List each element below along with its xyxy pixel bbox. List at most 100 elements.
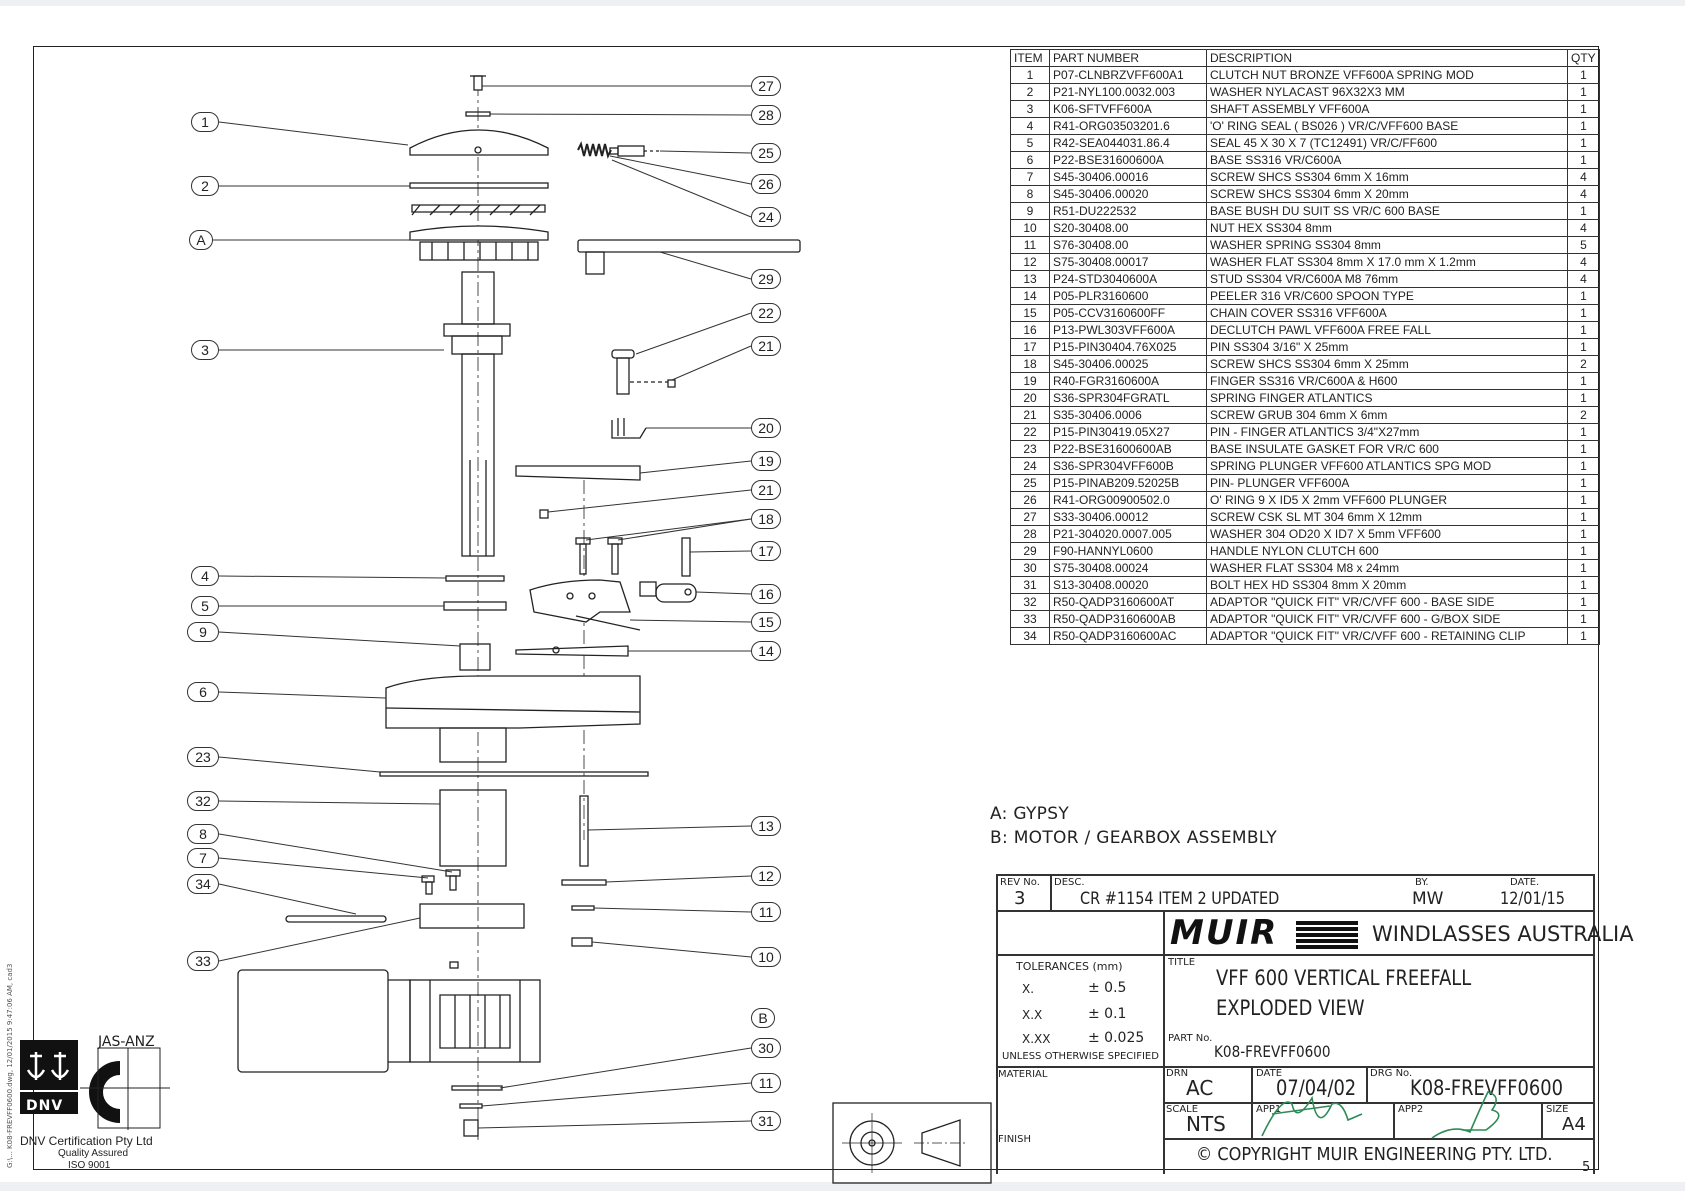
muir-logo: MUIR <box>1170 913 1279 953</box>
tol-value-1: ± 0.5 <box>1088 980 1127 996</box>
material-label: MATERIAL <box>998 1069 1048 1080</box>
callout-7: 7 <box>187 848 219 868</box>
bom-item-cell: 9 <box>1010 202 1050 220</box>
callout-10: 10 <box>751 947 781 967</box>
dnv-cert-line2: Quality Assured <box>58 1148 129 1159</box>
callout-3: 3 <box>191 340 219 360</box>
bom-item-cell: 2 <box>1010 83 1050 101</box>
bom-part-cell: R40-FGR3160600A <box>1049 372 1207 390</box>
bom-qty-cell: 1 <box>1567 304 1600 322</box>
bom-part-cell: P22-BSE31600600AB <box>1049 440 1207 458</box>
bom-description-cell: BASE SS316 VR/C600A <box>1206 151 1568 169</box>
date2-label: DATE <box>1256 1068 1283 1079</box>
bom-qty-cell: 1 <box>1567 151 1600 169</box>
bom-item-cell: 26 <box>1010 491 1050 509</box>
bom-description-cell: PIN- PLUNGER VFF600A <box>1206 474 1568 492</box>
bom-description-cell: WASHER 304 OD20 X ID7 X 5mm VFF600 <box>1206 525 1568 543</box>
bom-part-cell: P05-PLR3160600 <box>1049 287 1207 305</box>
bom-part-cell: P24-STD3040600A <box>1049 270 1207 288</box>
bom-part-cell: R42-SEA044031.86.4 <box>1049 134 1207 152</box>
bom-part-cell: R51-DU222532 <box>1049 202 1207 220</box>
bom-description-cell: WASHER SPRING SS304 8mm <box>1206 236 1568 254</box>
page-bottom-shade <box>0 1182 1685 1191</box>
callout-32: 32 <box>187 791 219 811</box>
bom-item-cell: 13 <box>1010 270 1050 288</box>
bom-description-cell: SCREW SHCS SS304 6mm X 25mm <box>1206 355 1568 373</box>
bom-item-cell: 29 <box>1010 542 1050 560</box>
bom-part-cell: R50-QADP3160600AC <box>1049 627 1207 645</box>
bom-qty-cell: 1 <box>1567 321 1600 339</box>
bom-qty-cell: 1 <box>1567 559 1600 577</box>
unless-label: UNLESS OTHERWISE SPECIFIED <box>1002 1051 1159 1062</box>
bom-part-cell: S45-30406.00025 <box>1049 355 1207 373</box>
tol-value-2: ± 0.1 <box>1088 1006 1127 1022</box>
callout-18: 18 <box>751 509 781 529</box>
scale-label: SCALE <box>1166 1104 1199 1115</box>
bom-part-cell: P05-CCV3160600FF <box>1049 304 1207 322</box>
bom-description-cell: 'O' RING SEAL ( BS026 ) VR/C/VFF600 BASE <box>1206 117 1568 135</box>
bom-item-cell: 5 <box>1010 134 1050 152</box>
bom-qty-cell: 1 <box>1567 457 1600 475</box>
bom-description-cell: SEAL 45 X 30 X 7 (TC12491) VR/C/FF600 <box>1206 134 1568 152</box>
bom-description-cell: SPRING PLUNGER VFF600 ATLANTICS SPG MOD <box>1206 457 1568 475</box>
rev-value: 3 <box>1014 888 1026 909</box>
bom-part-cell: P15-PIN30404.76X025 <box>1049 338 1207 356</box>
bom-qty-cell: 1 <box>1567 338 1600 356</box>
bom-qty-cell: 1 <box>1567 474 1600 492</box>
bom-description-cell: SHAFT ASSEMBLY VFF600A <box>1206 100 1568 118</box>
bom-item-cell: 6 <box>1010 151 1050 169</box>
bom-qty-cell: 1 <box>1567 66 1600 84</box>
bom-qty-cell: 1 <box>1567 491 1600 509</box>
bom-item-cell: 3 <box>1010 100 1050 118</box>
bom-part-cell: S13-30408.00020 <box>1049 576 1207 594</box>
bom-qty-cell: 4 <box>1567 168 1600 186</box>
partno-value: K08-FREVFF0600 <box>1214 1042 1331 1061</box>
bom-part-cell: F90-HANNYL0600 <box>1049 542 1207 560</box>
bom-description-cell: BASE BUSH DU SUIT SS VR/C 600 BASE <box>1206 202 1568 220</box>
bom-qty-cell: 1 <box>1567 389 1600 407</box>
bom-description-cell: BOLT HEX HD SS304 8mm X 20mm <box>1206 576 1568 594</box>
bom-header-item: ITEM <box>1010 49 1050 67</box>
bom-qty-cell: 1 <box>1567 610 1600 628</box>
bom-part-cell: S36-SPR304VFF600B <box>1049 457 1207 475</box>
callout-14: 14 <box>751 641 781 661</box>
tol-value-3: ± 0.025 <box>1088 1030 1145 1046</box>
callout-31: 31 <box>751 1111 781 1131</box>
dnv-cert-line1: DNV Certification Pty Ltd <box>20 1134 153 1148</box>
exploded-parts <box>237 75 992 1184</box>
desc-label: DESC. <box>1054 877 1085 888</box>
bom-description-cell: FINGER SS316 VR/C600A & H600 <box>1206 372 1568 390</box>
bom-description-cell: ADAPTOR "QUICK FIT" VR/C/VFF 600 - RETAI… <box>1206 627 1568 645</box>
tol-format-2: X.X <box>1022 1008 1043 1022</box>
bom-part-cell: S76-30408.00 <box>1049 236 1207 254</box>
muir-logo-stripes <box>1296 921 1358 949</box>
drn-label: DRN <box>1166 1068 1189 1079</box>
bom-description-cell: CLUTCH NUT BRONZE VFF600A SPRING MOD <box>1206 66 1568 84</box>
bom-description-cell: PEELER 316 VR/C600 SPOON TYPE <box>1206 287 1568 305</box>
bom-part-cell: S20-30408.00 <box>1049 219 1207 237</box>
by-value: MW <box>1412 889 1444 909</box>
drn-value: AC <box>1186 1076 1214 1100</box>
bom-description-cell: SCREW SHCS SS304 6mm X 20mm <box>1206 185 1568 203</box>
bom-part-cell: S75-30408.00024 <box>1049 559 1207 577</box>
note-gypsy: A: GYPSY <box>990 804 1069 824</box>
bom-header-qty: QTY <box>1567 49 1600 67</box>
callout-4: 4 <box>191 566 219 586</box>
certification-block: DNV JAS-ANZ DNV Certification Pty Ltd Qu… <box>20 1034 170 1190</box>
